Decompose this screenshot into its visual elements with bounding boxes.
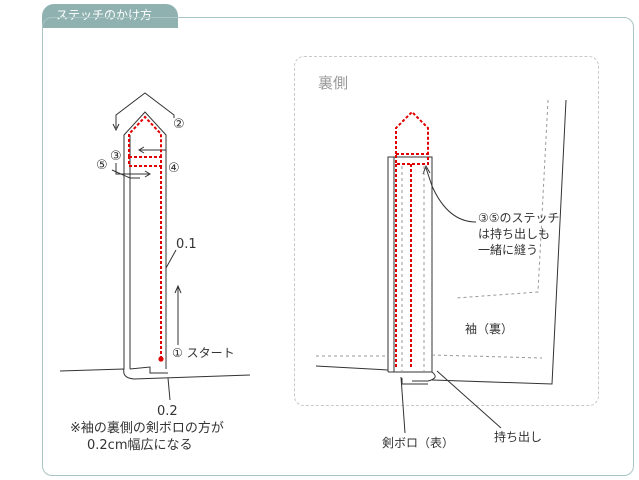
- leader-placket: [400, 376, 406, 434]
- section-tab: [42, 4, 178, 28]
- left-stitch-tip: [128, 115, 162, 157]
- leader-underlap: [436, 370, 502, 429]
- section-tab-label: ステッチのかけ方: [56, 8, 153, 22]
- note-line-2: 0.2cm幅広になる: [87, 438, 193, 453]
- left-stitch-box: [128, 156, 162, 167]
- sleeve-label: 袖（裏）: [465, 322, 514, 336]
- arrow-head-3: [144, 170, 151, 178]
- start-label: ① スタート: [172, 346, 235, 360]
- right-stitch-box: [395, 153, 429, 165]
- measurement-0-2: 0.2: [157, 404, 178, 419]
- sleeve-seam-line: [455, 99, 549, 299]
- sleeve-outline: [431, 99, 567, 385]
- arrow-path-4: [139, 149, 167, 164]
- note-line-1: ※袖の裏側の剣ボロの方が: [70, 421, 224, 436]
- leader-5: [111, 169, 140, 179]
- marker-4: ④: [168, 161, 180, 176]
- direction-arrow-head: [174, 284, 182, 294]
- arrow-head-2: [112, 123, 120, 132]
- underlap-label: 持ち出し: [494, 430, 543, 444]
- leader-0-1: [165, 249, 177, 269]
- callout-line-1: ③⑤のステッチ: [478, 211, 560, 225]
- content-frame: [42, 17, 634, 476]
- right-fabric-line: [388, 371, 436, 382]
- back-side-label: 裏側: [318, 74, 349, 92]
- callout-line-3: 一緒に縫う: [478, 243, 539, 257]
- marker-3: ③: [110, 149, 122, 164]
- callout-arrow-head: [422, 164, 431, 175]
- start-dot: [158, 356, 164, 362]
- back-side-panel: [294, 56, 599, 406]
- left-fabric-fold: [129, 366, 168, 374]
- sleeve-bottom-seam: [316, 354, 543, 359]
- callout-line-2: は持ち出しも: [478, 227, 551, 241]
- arrow-path-2: [115, 92, 175, 128]
- callout-arrow: [425, 167, 477, 223]
- right-placket-outline: [387, 156, 433, 372]
- left-placket-outline: [123, 111, 167, 369]
- left-fabric-line: [59, 368, 251, 380]
- arrow-path-3: [115, 163, 150, 175]
- measurement-0-1: 0.1: [176, 237, 197, 252]
- right-stitch-tip: [395, 110, 429, 154]
- placket-label: 剣ボロ（表）: [382, 436, 455, 450]
- sleeve-hem-line: [315, 365, 389, 371]
- leader-0-2: [167, 377, 171, 401]
- marker-2: ②: [173, 117, 185, 132]
- marker-5: ⑤: [96, 158, 108, 173]
- arrow-head-4: [138, 146, 145, 154]
